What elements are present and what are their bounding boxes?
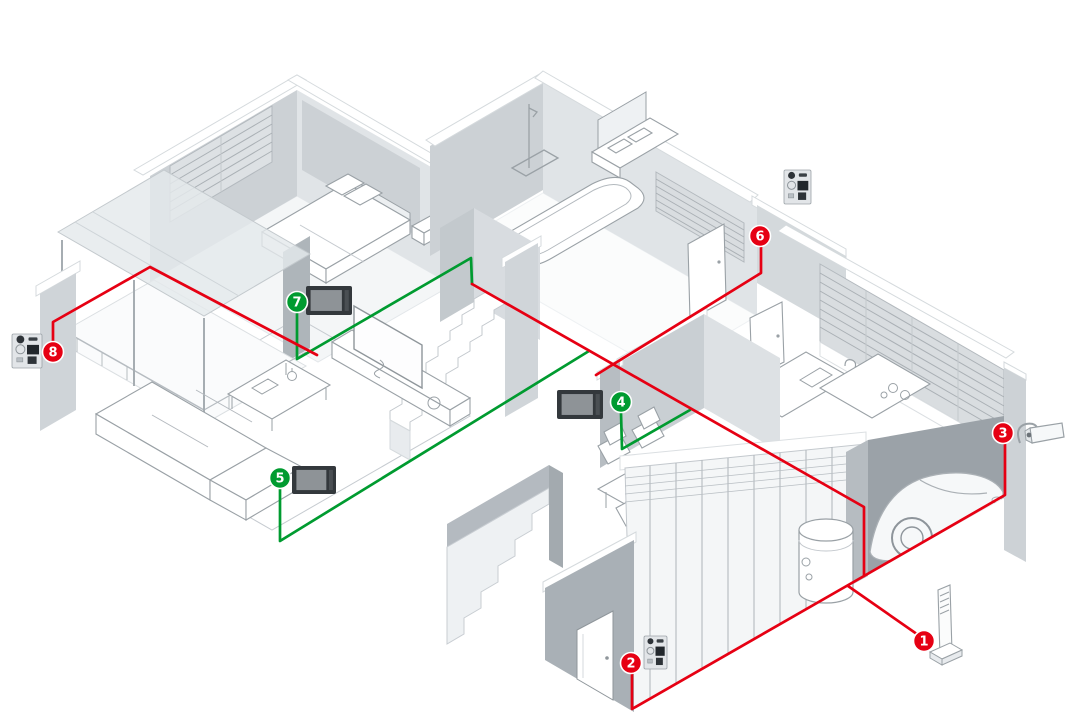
station-keypad [27,356,37,364]
tv [353,304,423,390]
glass-canopy [57,169,311,317]
badge-number: 7 [292,296,301,311]
shower [510,104,560,177]
house-illustration [35,70,1027,712]
tv-sideboard [330,304,472,427]
coffee-table [226,359,332,431]
station-speaker-icon [798,173,807,177]
badge-number: 1 [919,635,928,650]
station-keypad [655,657,663,666]
living-room [94,304,472,521]
station-camera-icon [647,638,654,645]
door-station-upper [783,169,812,205]
door-station-front-door [643,635,668,670]
garage-corner-wall [1004,368,1026,562]
outdoor-camera [1017,422,1065,444]
badges: 1 2 3 4 5 6 7 8 [41,224,1015,675]
station-display [655,646,665,656]
station-call-button [646,646,655,655]
station-call-button [15,344,26,355]
kitchen-roof-edge [777,224,1015,359]
door-station-terrace [11,333,43,369]
station-speaker-icon [28,337,38,341]
kitchen-window-blinds [819,263,1005,449]
indoor-cable-run [278,349,591,543]
faucet [844,359,857,369]
front-entrance [542,431,867,712]
station-speaker-icon [656,639,664,643]
sofa [94,381,304,521]
indoor-monitor-living [292,466,336,494]
badge-1: 1 [912,629,936,653]
station-call-button [787,180,797,190]
badge-number: 8 [48,346,57,361]
indoor-cable-run [619,408,692,451]
monitor-screen [561,394,593,415]
outdoor-cable-run [862,442,1007,578]
badge-8: 8 [41,340,65,364]
speaker [427,396,441,410]
garage [846,361,1027,588]
monitor-screen [296,469,327,491]
station-display [797,180,809,191]
indoor-monitor-bedroom [306,286,352,315]
badge-number: 5 [275,472,284,487]
badge-3: 3 [991,421,1015,445]
indoor-cable-run [295,256,474,361]
indoor-cables [278,256,692,543]
station-camera-icon [16,335,25,344]
front-door [576,610,614,701]
stair-wall [505,243,538,417]
badge-number: 6 [755,230,764,245]
indoor-monitor-dining [557,390,603,419]
monitor-screen [310,290,342,311]
outdoor-cable-run [51,265,319,357]
devices [11,169,812,670]
staircase [389,208,542,461]
badge-number: 4 [616,396,625,411]
station-camera-icon [788,171,796,179]
basement-stairs [446,465,563,645]
badge-5: 5 [268,466,292,490]
vanity [590,91,680,179]
bathroom-door [687,223,727,321]
badge-2: 2 [619,651,643,675]
outdoor-cable-run [846,584,926,641]
water-heater [798,518,854,604]
outdoor-cables [51,244,1007,711]
station-display [27,344,39,355]
badge-6: 6 [748,224,772,248]
kitchen-island [818,353,932,419]
badge-7: 7 [285,290,309,314]
entrance-pillar-station [928,584,964,666]
station-keypad [798,192,807,200]
badge-number: 2 [626,657,635,672]
bathroom [425,70,759,321]
badge-4: 4 [609,390,633,414]
badge-number: 3 [998,427,1007,442]
outdoor-cable-run [594,244,763,377]
